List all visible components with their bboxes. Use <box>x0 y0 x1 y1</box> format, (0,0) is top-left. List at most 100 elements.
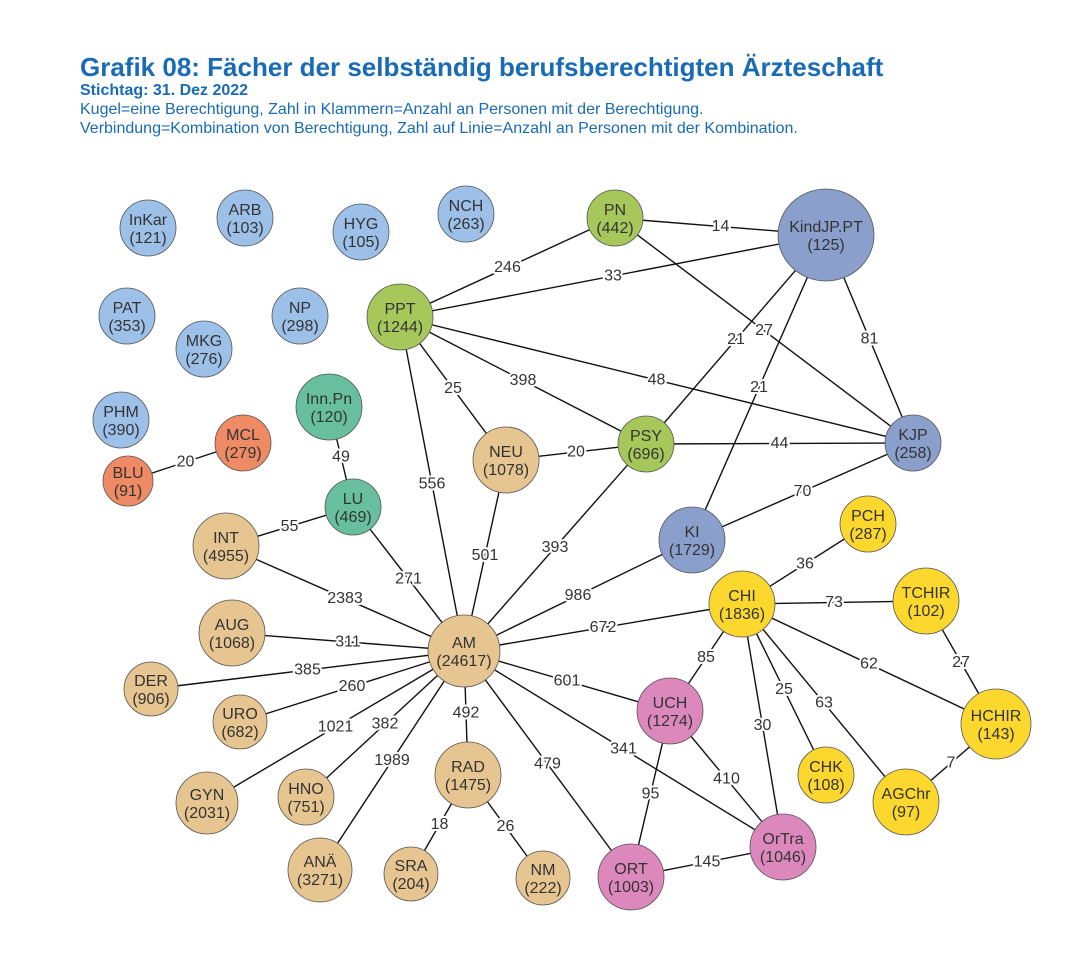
node-count: (1274) <box>647 713 693 730</box>
node-circle <box>892 567 960 635</box>
chart-title: Grafik 08: Fächer der selbständig berufs… <box>80 52 884 82</box>
edge-label: 382 <box>372 716 399 733</box>
node-circle <box>287 837 353 903</box>
node-circle <box>597 843 665 911</box>
node-label: OrTra <box>762 831 803 848</box>
node-mcl: MCL(279) <box>214 414 272 472</box>
node-count: (120) <box>310 409 347 426</box>
edge-label: 385 <box>294 662 321 679</box>
node-inn-pn: Inn.Pn(120) <box>295 373 363 441</box>
node-circle <box>472 426 540 494</box>
node-count: (3271) <box>297 872 343 889</box>
node-count: (906) <box>132 691 169 708</box>
edge-label: 25 <box>775 681 793 698</box>
node-count: (353) <box>108 318 145 335</box>
edge-ppt-pn <box>399 217 616 318</box>
edge-label: 49 <box>332 449 350 466</box>
node-label: PPT <box>384 301 415 318</box>
node-circle <box>123 661 179 717</box>
node-label: AGChr <box>882 786 932 803</box>
edge-label: 21 <box>727 331 745 348</box>
node-count: (143) <box>977 726 1014 743</box>
node-pch: PCH(287) <box>839 495 897 553</box>
node-count: (121) <box>129 230 166 247</box>
node-label: DER <box>134 673 168 690</box>
edge-label: 27 <box>952 654 970 671</box>
node-label: HNO <box>288 781 324 798</box>
edge-ppt-kindjp-pt <box>399 234 827 318</box>
chart-subtitle: Stichtag: 31. Dez 2022 <box>80 82 249 99</box>
node-neu: NEU(1078) <box>472 426 540 494</box>
node-phm: PHM(390) <box>92 391 150 449</box>
edge-label: 410 <box>713 771 740 788</box>
node-circle <box>295 373 363 441</box>
node-count: (91) <box>114 483 142 500</box>
node-label: MCL <box>226 427 260 444</box>
node-count: (2031) <box>184 805 230 822</box>
node-circle <box>839 495 897 553</box>
edge-anä-am <box>319 650 465 871</box>
node-psy: PSY(696) <box>617 415 675 473</box>
edge-aug-am <box>231 632 465 652</box>
node-circle <box>102 455 154 507</box>
edge-ki-kjp <box>691 442 914 541</box>
node-inkar: InKar(121) <box>119 199 177 257</box>
node-hno: HNO(751) <box>277 768 335 826</box>
node-rad: RAD(1475) <box>434 741 502 809</box>
edge-chi-hchir <box>741 603 997 725</box>
node-count: (1078) <box>483 462 529 479</box>
node-circle <box>636 677 704 745</box>
edge-label: 2383 <box>327 590 363 607</box>
node-label: PAT <box>113 300 142 317</box>
edge-label: 85 <box>697 649 715 666</box>
edge-label: 20 <box>567 444 585 461</box>
edge-label: 7 <box>947 755 956 772</box>
node-aug: AUG(1068) <box>198 599 266 667</box>
node-count: (696) <box>627 446 664 463</box>
edge-ppt-kjp <box>399 316 914 444</box>
edge-ki-am <box>463 539 693 652</box>
node-circle <box>214 414 272 472</box>
node-label: PCH <box>851 508 885 525</box>
node-mkg: MKG(276) <box>175 320 233 378</box>
node-nm: NM(222) <box>515 850 571 906</box>
node-int: INT(4955) <box>192 512 260 580</box>
node-count: (1729) <box>669 542 715 559</box>
node-circle <box>98 287 156 345</box>
node-label: NP <box>289 300 311 317</box>
node-count: (204) <box>392 876 429 893</box>
edge-ki-kindjp-pt <box>691 234 827 541</box>
edge-label: 25 <box>444 380 462 397</box>
node-circle <box>175 771 239 835</box>
edge-label: 246 <box>494 259 521 276</box>
node-arb: ARB(103) <box>216 189 274 247</box>
node-count: (682) <box>221 724 258 741</box>
edge-chi-ortra <box>741 603 784 848</box>
edge-label: 48 <box>648 372 666 389</box>
node-pn: PN(442) <box>586 189 644 247</box>
node-circle <box>708 570 776 638</box>
edge-psy-am <box>463 443 647 652</box>
node-label: ARB <box>229 202 262 219</box>
node-circle <box>271 287 329 345</box>
edge-label: 556 <box>419 476 446 493</box>
node-circle <box>777 188 875 282</box>
edge-label: 479 <box>534 756 561 773</box>
node-pat: PAT(353) <box>98 287 156 345</box>
node-circle <box>383 846 439 902</box>
node-label: AUG <box>215 617 250 634</box>
edge-label: 601 <box>554 673 581 690</box>
node-tchir: TCHIR(102) <box>892 567 960 635</box>
edge-label: 62 <box>860 656 878 673</box>
node-count: (102) <box>907 603 944 620</box>
node-circle <box>586 189 644 247</box>
node-label: PHM <box>103 404 139 421</box>
node-uch: UCH(1274) <box>636 677 704 745</box>
node-circle <box>437 185 495 243</box>
node-circle <box>212 694 268 750</box>
node-count: (298) <box>281 318 318 335</box>
node-label: MKG <box>186 333 222 350</box>
node-count: (108) <box>807 777 844 794</box>
edge-label: 145 <box>694 854 721 871</box>
